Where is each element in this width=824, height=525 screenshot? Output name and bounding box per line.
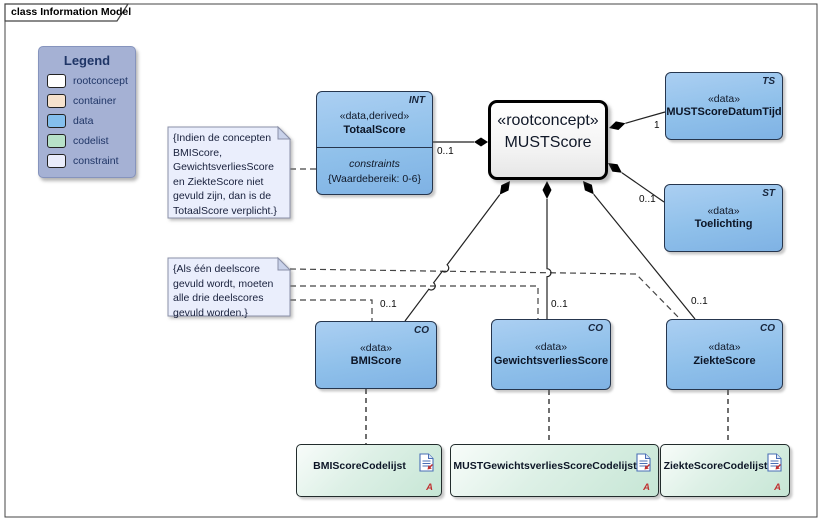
composition-diamond-datumtijd xyxy=(609,121,626,130)
legend-item-codelist: codelist xyxy=(47,134,135,148)
codelist-ziektescorecodelijst[interactable]: ZiekteScoreCodelijst A xyxy=(660,444,790,497)
legend-title: Legend xyxy=(63,53,111,68)
codelist-name: BMIScoreCodelijst xyxy=(313,460,406,472)
legend-item-constraint: constraint xyxy=(47,154,135,168)
class-name: TotaalScore xyxy=(343,123,406,136)
codelist-swatch-icon xyxy=(47,134,66,148)
composition-ziektescore-line xyxy=(593,193,696,320)
class-name: ZiekteScore xyxy=(693,354,756,367)
multiplicity-toelichting: 0..1 xyxy=(639,194,656,205)
class-ziektescore[interactable]: CO «data» ZiekteScore xyxy=(666,319,783,390)
diagram-title-tab xyxy=(4,3,130,22)
constraint-value: {Waardebereik: 0-6} xyxy=(328,172,421,185)
constraint-swatch-icon xyxy=(47,154,66,168)
legend-panel: Legend rootconcept container data codeli… xyxy=(38,46,136,178)
class-name: BMIScore xyxy=(350,355,402,368)
legend-item-rootconcept: rootconcept xyxy=(47,74,135,88)
multiplicity-gewichtsverliesscore: 0..1 xyxy=(551,299,568,310)
composition-bmiscore-line xyxy=(404,194,501,322)
note1-fold-icon xyxy=(277,125,292,140)
composition-toelichting-line xyxy=(621,172,665,203)
class-toelichting[interactable]: ST «data» Toelichting xyxy=(664,184,783,252)
datatype-tag: ST xyxy=(762,188,775,199)
constraint-note-totaalscore[interactable]: {Indien de concepten BMIScore, Gewichtsv… xyxy=(173,132,277,217)
legend-label: data xyxy=(73,115,94,127)
rootconcept-swatch-icon xyxy=(47,74,66,88)
legend-label: codelist xyxy=(73,135,109,147)
linked-document-icon xyxy=(767,453,782,472)
linked-document-icon xyxy=(419,453,434,472)
class-name: MUSTScore xyxy=(504,134,592,151)
data-swatch-icon xyxy=(47,114,66,128)
diagram-title: class Information Model xyxy=(11,6,132,18)
multiplicity-mustscoredatumtijd: 1 xyxy=(654,120,660,131)
codelist-name: MUSTGewichtsverliesScoreCodelijst xyxy=(453,460,637,472)
class-gewichtsverliesscore[interactable]: CO «data» GewichtsverliesScore xyxy=(491,319,611,390)
compartment-label: constraints xyxy=(349,157,400,170)
class-bmiscore[interactable]: CO «data» BMIScore xyxy=(315,321,437,389)
multiplicity-ziektescore: 0..1 xyxy=(691,296,708,307)
class-totaalscore[interactable]: INT «data,derived» TotaalScore constrain… xyxy=(316,91,433,195)
composition-gewichtsverliesscore-line xyxy=(546,199,552,319)
class-header: «data,derived» TotaalScore xyxy=(317,92,432,147)
abstract-marker: A xyxy=(774,482,781,493)
legend-item-data: data xyxy=(47,114,135,128)
composition-diamond-gewichtsverliesscore xyxy=(542,181,552,199)
datatype-tag: INT xyxy=(408,95,425,106)
stereotype-label: «data» xyxy=(359,341,393,354)
composition-datumtijd-line xyxy=(625,111,666,124)
legend-label: container xyxy=(73,95,117,107)
note2-fold-icon xyxy=(277,256,292,271)
note2-shape[interactable] xyxy=(167,257,291,317)
stereotype-label: «data,derived» xyxy=(339,110,410,123)
codelist-name: ZiekteScoreCodelijst xyxy=(663,460,768,472)
class-name: GewichtsverliesScore xyxy=(493,354,609,367)
note1-shape[interactable] xyxy=(167,126,291,219)
composition-diamond-ziektescore xyxy=(583,181,594,195)
stereotype-label: «data» xyxy=(708,341,741,354)
composition-diamond-totaalscore xyxy=(474,137,488,147)
legend-label: rootconcept xyxy=(73,75,128,87)
abstract-marker: A xyxy=(426,482,433,493)
notelink-note2-bmiscore xyxy=(290,299,373,321)
notelink-note2-ziektescore xyxy=(289,268,681,320)
constraint-note-deelscores[interactable]: {Als één deelscore gevuld wordt, moeten … xyxy=(173,263,274,319)
constraints-compartment: constraints {Waardebereik: 0-6} xyxy=(317,147,432,194)
datatype-tag: CO xyxy=(588,323,603,334)
class-name: Toelichting xyxy=(694,218,753,231)
stereotype-label: «rootconcept» xyxy=(497,112,599,129)
legend-label: constraint xyxy=(73,155,119,167)
datatype-tag: CO xyxy=(414,325,429,336)
container-swatch-icon xyxy=(47,94,66,108)
codelist-bmiscorecodelijst[interactable]: BMIScoreCodelijst A xyxy=(296,444,442,497)
composition-diamond-toelichting xyxy=(608,163,622,173)
legend-item-container: container xyxy=(47,94,135,108)
notelink-note2-gewichtsverliesscore xyxy=(290,285,539,319)
codelist-mustgewichtsverliesscorecodelijst[interactable]: MUSTGewichtsverliesScoreCodelijst A xyxy=(450,444,659,497)
stereotype-label: «data» xyxy=(534,341,568,354)
abstract-marker: A xyxy=(643,482,650,493)
multiplicity-bmiscore: 0..1 xyxy=(380,299,397,310)
stereotype-label: «data» xyxy=(707,92,741,105)
class-name: MUSTScoreDatumTijd xyxy=(666,106,782,119)
stereotype-label: «data» xyxy=(707,204,740,217)
class-mustscore[interactable]: «rootconcept» MUSTScore xyxy=(488,100,608,180)
composition-diamond-bmiscore xyxy=(499,181,510,195)
datatype-tag: CO xyxy=(760,323,775,334)
datatype-tag: TS xyxy=(762,76,775,87)
multiplicity-totaalscore: 0..1 xyxy=(437,146,454,157)
class-mustscoredatumtijd[interactable]: TS «data» MUSTScoreDatumTijd xyxy=(665,72,783,140)
linked-document-icon xyxy=(636,453,651,472)
diagram-frame xyxy=(4,3,818,518)
